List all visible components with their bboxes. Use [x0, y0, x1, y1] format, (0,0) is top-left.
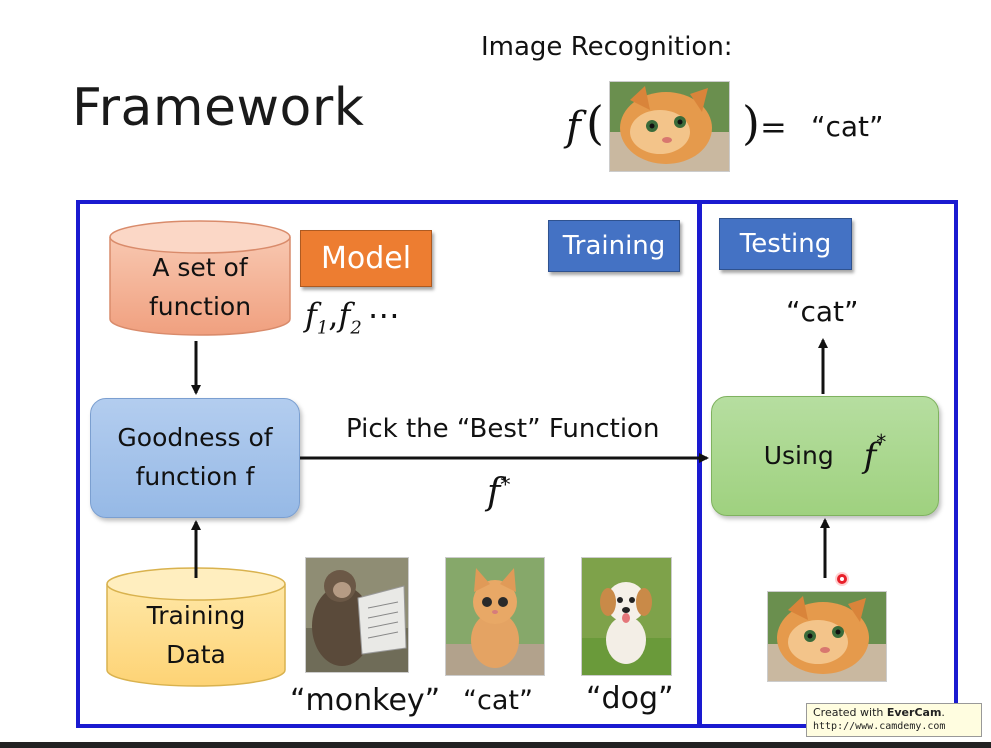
monkey-photo — [305, 557, 409, 673]
caption-cat: “cat” — [463, 685, 533, 716]
set-of-function-line2: function — [148, 292, 252, 321]
header-cat-photo — [609, 81, 730, 172]
recognition-rparen: ) — [742, 96, 760, 150]
using-text: Using — [763, 440, 834, 470]
f-star-f: f — [487, 472, 501, 513]
goodness-of-function-box: Goodness of function f — [90, 398, 300, 518]
testing-cat-photo — [767, 591, 887, 682]
training-data-line2: Data — [166, 640, 226, 669]
slide-title: Framework — [72, 78, 365, 138]
function-f2: f — [338, 296, 351, 334]
caption-dog: “dog” — [586, 681, 674, 716]
function-sub1: 1 — [316, 317, 329, 339]
function-sub2: 2 — [350, 317, 362, 339]
function-f1: f — [305, 296, 317, 334]
watermark-url: http://www.camdemy.com — [813, 721, 946, 732]
set-of-function-label: A set of function — [108, 246, 292, 330]
cursor-pointer — [835, 572, 849, 586]
watermark-brand: EverCam — [886, 706, 942, 719]
watermark-prefix: Created with — [813, 706, 887, 719]
evercam-watermark: Created with EverCam. http://www.camdemy… — [806, 703, 982, 737]
testing-output: “cat” — [786, 295, 859, 328]
testing-tag: Testing — [719, 218, 852, 270]
bottom-border — [0, 742, 991, 748]
set-of-function-line1: A set of — [152, 253, 248, 283]
watermark-suffix: . — [941, 706, 945, 719]
recognition-result: “cat” — [811, 110, 884, 143]
f-star-star: * — [500, 472, 511, 496]
caption-monkey: “monkey” — [290, 683, 441, 718]
kitten-photo — [445, 557, 545, 676]
recognition-func: f — [566, 104, 581, 150]
using-f-star-box: Using f* — [711, 396, 939, 516]
function-dots: ⋯ — [367, 296, 400, 334]
f-star-label: f* — [487, 472, 510, 513]
slide-subtitle: Image Recognition: — [481, 32, 733, 62]
set-of-function-cylinder — [109, 220, 291, 336]
model-tag: Model — [300, 230, 432, 287]
training-tag: Training — [548, 220, 680, 272]
goodness-line1: Goodness of — [117, 423, 273, 453]
recognition-lparen: ( — [586, 96, 604, 150]
pick-best-label: Pick the “Best” Function — [346, 414, 660, 444]
training-data-line1: Training — [146, 601, 246, 631]
function-list: f1,f2⋯ — [305, 296, 400, 338]
goodness-line2: function f — [135, 462, 255, 491]
using-f: f — [863, 435, 877, 476]
function-comma: , — [328, 296, 339, 334]
recognition-equals: = — [760, 108, 787, 146]
using-star: * — [876, 430, 887, 454]
puppy-photo — [581, 557, 672, 676]
